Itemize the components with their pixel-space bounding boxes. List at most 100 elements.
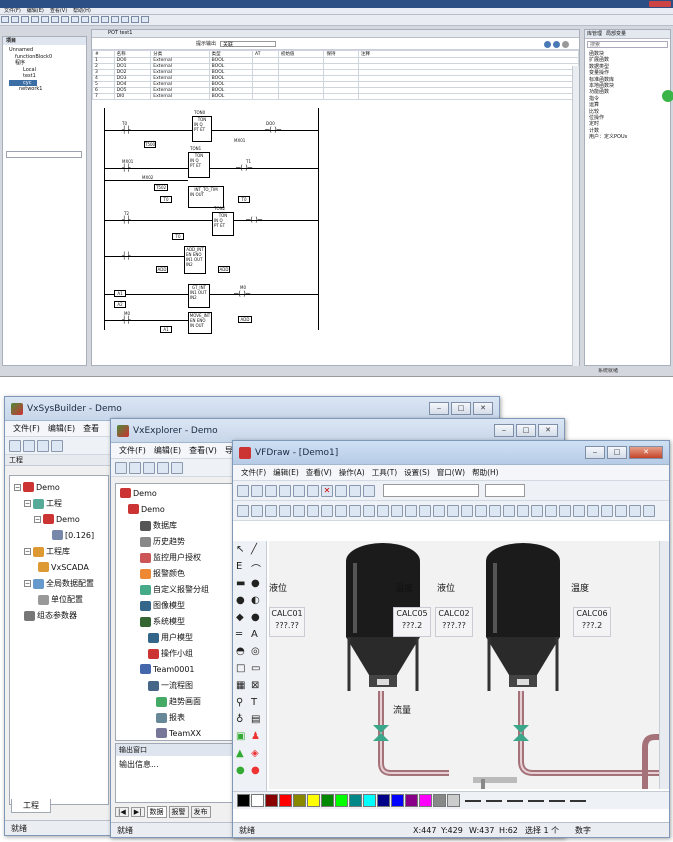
tank-2[interactable]	[481, 541, 565, 701]
w2-tree-item[interactable]: Demo	[128, 504, 165, 514]
w2-menu-edit[interactable]: 编辑(E)	[153, 446, 182, 455]
draw-toolbar-icon[interactable]	[405, 504, 417, 517]
library-item[interactable]: 函数块	[589, 51, 605, 57]
tree-item-network1[interactable]: network1	[19, 86, 43, 92]
nav-back-icon[interactable]	[544, 41, 551, 48]
coil-icon[interactable]	[131, 16, 139, 23]
input-t500[interactable]: T500	[144, 141, 156, 148]
drawing-tool-icon[interactable]: ⚲	[236, 697, 244, 708]
input-a1b[interactable]: A1	[160, 326, 172, 333]
drawing-tool-icon[interactable]: ▣	[236, 731, 246, 742]
draw-toolbar-icon[interactable]	[321, 504, 333, 517]
redo-icon[interactable]	[71, 16, 79, 23]
w3-menu-file[interactable]: 文件(F)	[241, 468, 267, 477]
drawing-tool-icon[interactable]: □	[236, 663, 246, 674]
drawing-canvas[interactable]: 液位 温度 液位 温度 流量 CALC01???.?? CALC05???.2 …	[269, 541, 659, 789]
w2-tree-item[interactable]: 系统模型	[140, 616, 185, 627]
library-item[interactable]: 变量操作	[589, 70, 610, 77]
output-add2[interactable]: ADD	[238, 316, 252, 323]
library-item[interactable]: 位操作	[589, 115, 605, 122]
maximize-button[interactable]: □	[607, 446, 627, 459]
open-icon[interactable]	[11, 16, 19, 23]
w2-tree-item[interactable]: Demo	[120, 488, 157, 498]
draw-toolbar-icon[interactable]	[573, 504, 585, 517]
w1-menu-view[interactable]: 查看	[83, 424, 100, 433]
draw-toolbar-icon[interactable]	[601, 504, 613, 517]
close-button[interactable]: ✕	[538, 424, 558, 437]
drawing-tool-icon[interactable]: ♁	[236, 714, 244, 725]
w2-tree-item[interactable]: 趋势画面	[156, 696, 201, 707]
drawing-tool-icon[interactable]: ↖	[236, 544, 245, 555]
w2-tree-item[interactable]: 自定义报警分组	[140, 584, 209, 595]
palette-swatch[interactable]	[307, 794, 320, 807]
coil-t2[interactable]: ─( )─	[246, 216, 263, 224]
palette-swatch[interactable]	[237, 794, 250, 807]
new-icon[interactable]	[1, 16, 9, 23]
editor-scrollbar[interactable]	[572, 66, 579, 366]
w2-menu-file[interactable]: 文件(F)	[119, 446, 146, 455]
tree-item-fb[interactable]: functionBlock0	[15, 53, 53, 60]
menu-help[interactable]: 帮助(H)	[73, 8, 91, 14]
line-style-icon[interactable]	[549, 799, 565, 802]
drawing-tool-icon[interactable]: T	[251, 697, 258, 708]
drawing-tool-icon[interactable]: ♟	[251, 731, 260, 742]
library-item[interactable]: 扩展函数	[589, 57, 610, 64]
drawing-tool-icon[interactable]: A	[251, 629, 258, 640]
output-add[interactable]: ADD	[218, 266, 230, 273]
calc-box-4[interactable]: CALC06???.2	[573, 607, 611, 637]
input-t502[interactable]: T502	[154, 184, 168, 191]
draw-toolbar-icon[interactable]	[237, 504, 249, 517]
size-select[interactable]	[485, 484, 525, 497]
new-icon[interactable]	[237, 484, 249, 497]
draw-toolbar-icon[interactable]	[265, 504, 277, 517]
cut-icon[interactable]	[31, 16, 39, 23]
palette-swatch[interactable]	[265, 794, 278, 807]
w1-tree-params[interactable]: 组态参数器	[37, 611, 77, 620]
w2-tab-data[interactable]: 数据	[146, 806, 167, 818]
tab-library[interactable]: 库管理	[587, 31, 603, 37]
w1-tree-lib[interactable]: 工程库	[46, 547, 70, 556]
new-icon[interactable]	[9, 439, 21, 452]
draw-toolbar-icon[interactable]	[335, 504, 347, 517]
copy-icon[interactable]	[171, 461, 183, 474]
side-float-button[interactable]	[662, 90, 673, 102]
open-icon[interactable]	[23, 439, 35, 452]
build-icon[interactable]	[91, 16, 99, 23]
save-icon[interactable]	[37, 439, 49, 452]
build-icon[interactable]	[51, 439, 63, 452]
tree-item-cyc[interactable]: cyc	[9, 79, 37, 86]
palette-swatch[interactable]	[405, 794, 418, 807]
cut-icon[interactable]	[279, 484, 291, 497]
tree-item-local[interactable]: Local	[23, 66, 36, 73]
line-style-icon[interactable]	[465, 799, 481, 802]
block-icon[interactable]	[141, 16, 149, 23]
palette-swatch[interactable]	[433, 794, 446, 807]
drawing-tool-icon[interactable]: ⌒	[251, 565, 261, 576]
w3-menu-help[interactable]: 帮助(H)	[472, 468, 499, 477]
w2-tree-item[interactable]: 报表	[156, 712, 185, 723]
w1-tree-unit[interactable]: 单位配置	[51, 595, 83, 604]
undo-icon[interactable]	[335, 484, 347, 497]
save-icon[interactable]	[21, 16, 29, 23]
calc-box-1[interactable]: CALC01???.??	[269, 607, 305, 637]
coil-do0[interactable]: ─( )─	[265, 126, 282, 134]
line-style-icon[interactable]	[486, 799, 502, 802]
tab-local-vars[interactable]: 局部变量	[606, 31, 627, 37]
block-add-int[interactable]: ADD_INT EN ENO IN1 OUT IN2	[184, 246, 206, 274]
w2-tree-item[interactable]: 一流程图	[148, 680, 193, 691]
menu-view[interactable]: 查看(V)	[49, 8, 68, 14]
copy-icon[interactable]	[293, 484, 305, 497]
drawing-tool-icon[interactable]: ═	[236, 629, 243, 640]
valve-2-icon[interactable]	[513, 725, 529, 733]
drawing-tool-icon[interactable]: ▬	[236, 578, 246, 589]
w1-tab-project[interactable]: 工程	[11, 799, 51, 813]
draw-toolbar-icon[interactable]	[531, 504, 543, 517]
w3-menu-tools[interactable]: 工具(T)	[371, 468, 398, 477]
w1-tree-node[interactable]: [0.126]	[65, 530, 95, 540]
contact-t0[interactable]: ┤├	[122, 126, 131, 134]
minimize-button[interactable]: ‒	[429, 402, 449, 415]
draw-toolbar-icon[interactable]	[559, 504, 571, 517]
w2-tab-publish[interactable]: 发布	[190, 806, 211, 818]
